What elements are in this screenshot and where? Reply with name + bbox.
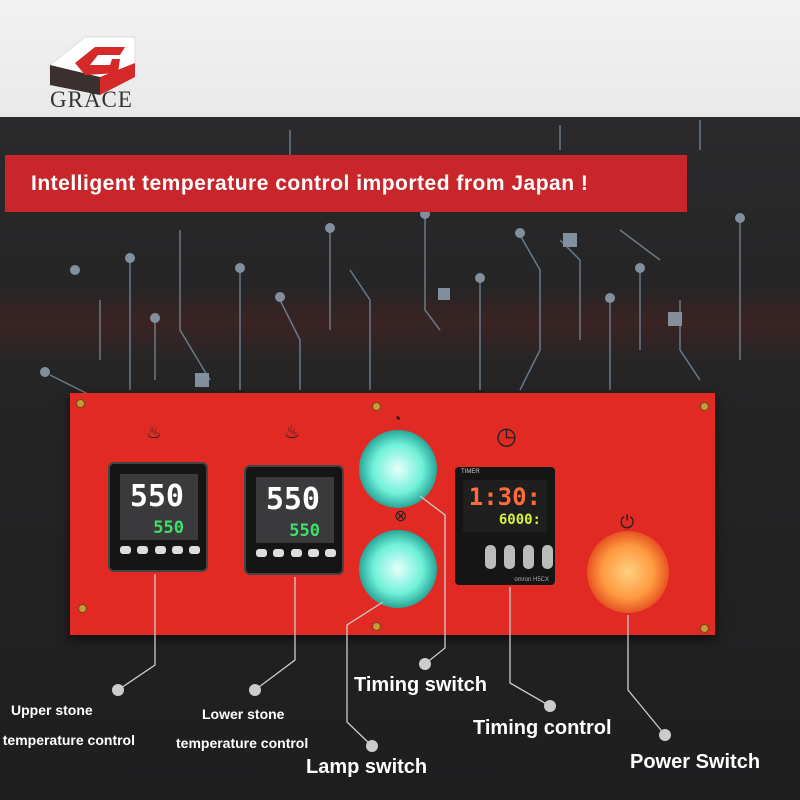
- key[interactable]: [307, 549, 319, 557]
- grace-logo: [49, 36, 136, 95]
- lamp-switch-label: Lamp switch: [306, 756, 428, 778]
- header: GRACE: [0, 0, 800, 117]
- key[interactable]: [290, 549, 302, 557]
- key[interactable]: [189, 546, 200, 554]
- key[interactable]: [154, 546, 166, 554]
- lower-heat-icon: ♨: [284, 422, 301, 442]
- key[interactable]: [171, 546, 183, 554]
- lower-label-1: Lower stone: [202, 706, 285, 722]
- upper-label-1: Upper stone: [11, 702, 93, 718]
- timer-controller[interactable]: TIMER 1:30:6000: omron H5CX: [455, 467, 555, 585]
- key[interactable]: [120, 546, 131, 554]
- screw: [78, 604, 87, 613]
- lamp-icon: ⊗: [394, 508, 408, 525]
- lamp-switch-button[interactable]: [359, 530, 437, 608]
- timer-time: 1:30:: [468, 483, 541, 511]
- upper-heat-icon: ♨: [146, 422, 163, 442]
- screw: [700, 402, 709, 411]
- timing-switch-label: Timing switch: [354, 674, 487, 696]
- lower-sv: 550: [289, 521, 320, 541]
- timer-icon: ◔: [392, 411, 402, 428]
- power-switch-button[interactable]: [587, 531, 669, 613]
- key[interactable]: [137, 546, 149, 554]
- power-icon: ⏻: [620, 512, 635, 532]
- upper-sv: 550: [153, 518, 184, 538]
- upper-label-2: temperature control: [2, 732, 135, 748]
- timing-control-label: Timing control: [473, 717, 612, 739]
- screw: [372, 622, 381, 631]
- screw: [700, 624, 709, 633]
- lower-pv: 550: [265, 482, 320, 517]
- screw: [372, 402, 381, 411]
- upper-pv: 550: [129, 479, 184, 514]
- timer-count: 6000:: [498, 512, 541, 528]
- key[interactable]: [325, 549, 336, 557]
- timing-switch-button[interactable]: [359, 430, 437, 508]
- key[interactable]: [273, 549, 285, 557]
- key[interactable]: [542, 545, 553, 569]
- headline-banner: Intelligent temperature control imported…: [5, 155, 687, 212]
- clock-icon: ◷: [496, 423, 517, 450]
- key[interactable]: [256, 549, 267, 557]
- power-switch-label: Power Switch: [630, 751, 761, 773]
- screw: [76, 399, 85, 408]
- lower-label-2: temperature control: [176, 735, 309, 751]
- key[interactable]: [523, 545, 534, 569]
- timer-brand: omron H5CX: [514, 577, 549, 583]
- key[interactable]: [485, 545, 496, 569]
- timer-title: TIMER: [461, 469, 480, 475]
- key[interactable]: [504, 545, 515, 569]
- brand-name: GRACE: [50, 87, 133, 112]
